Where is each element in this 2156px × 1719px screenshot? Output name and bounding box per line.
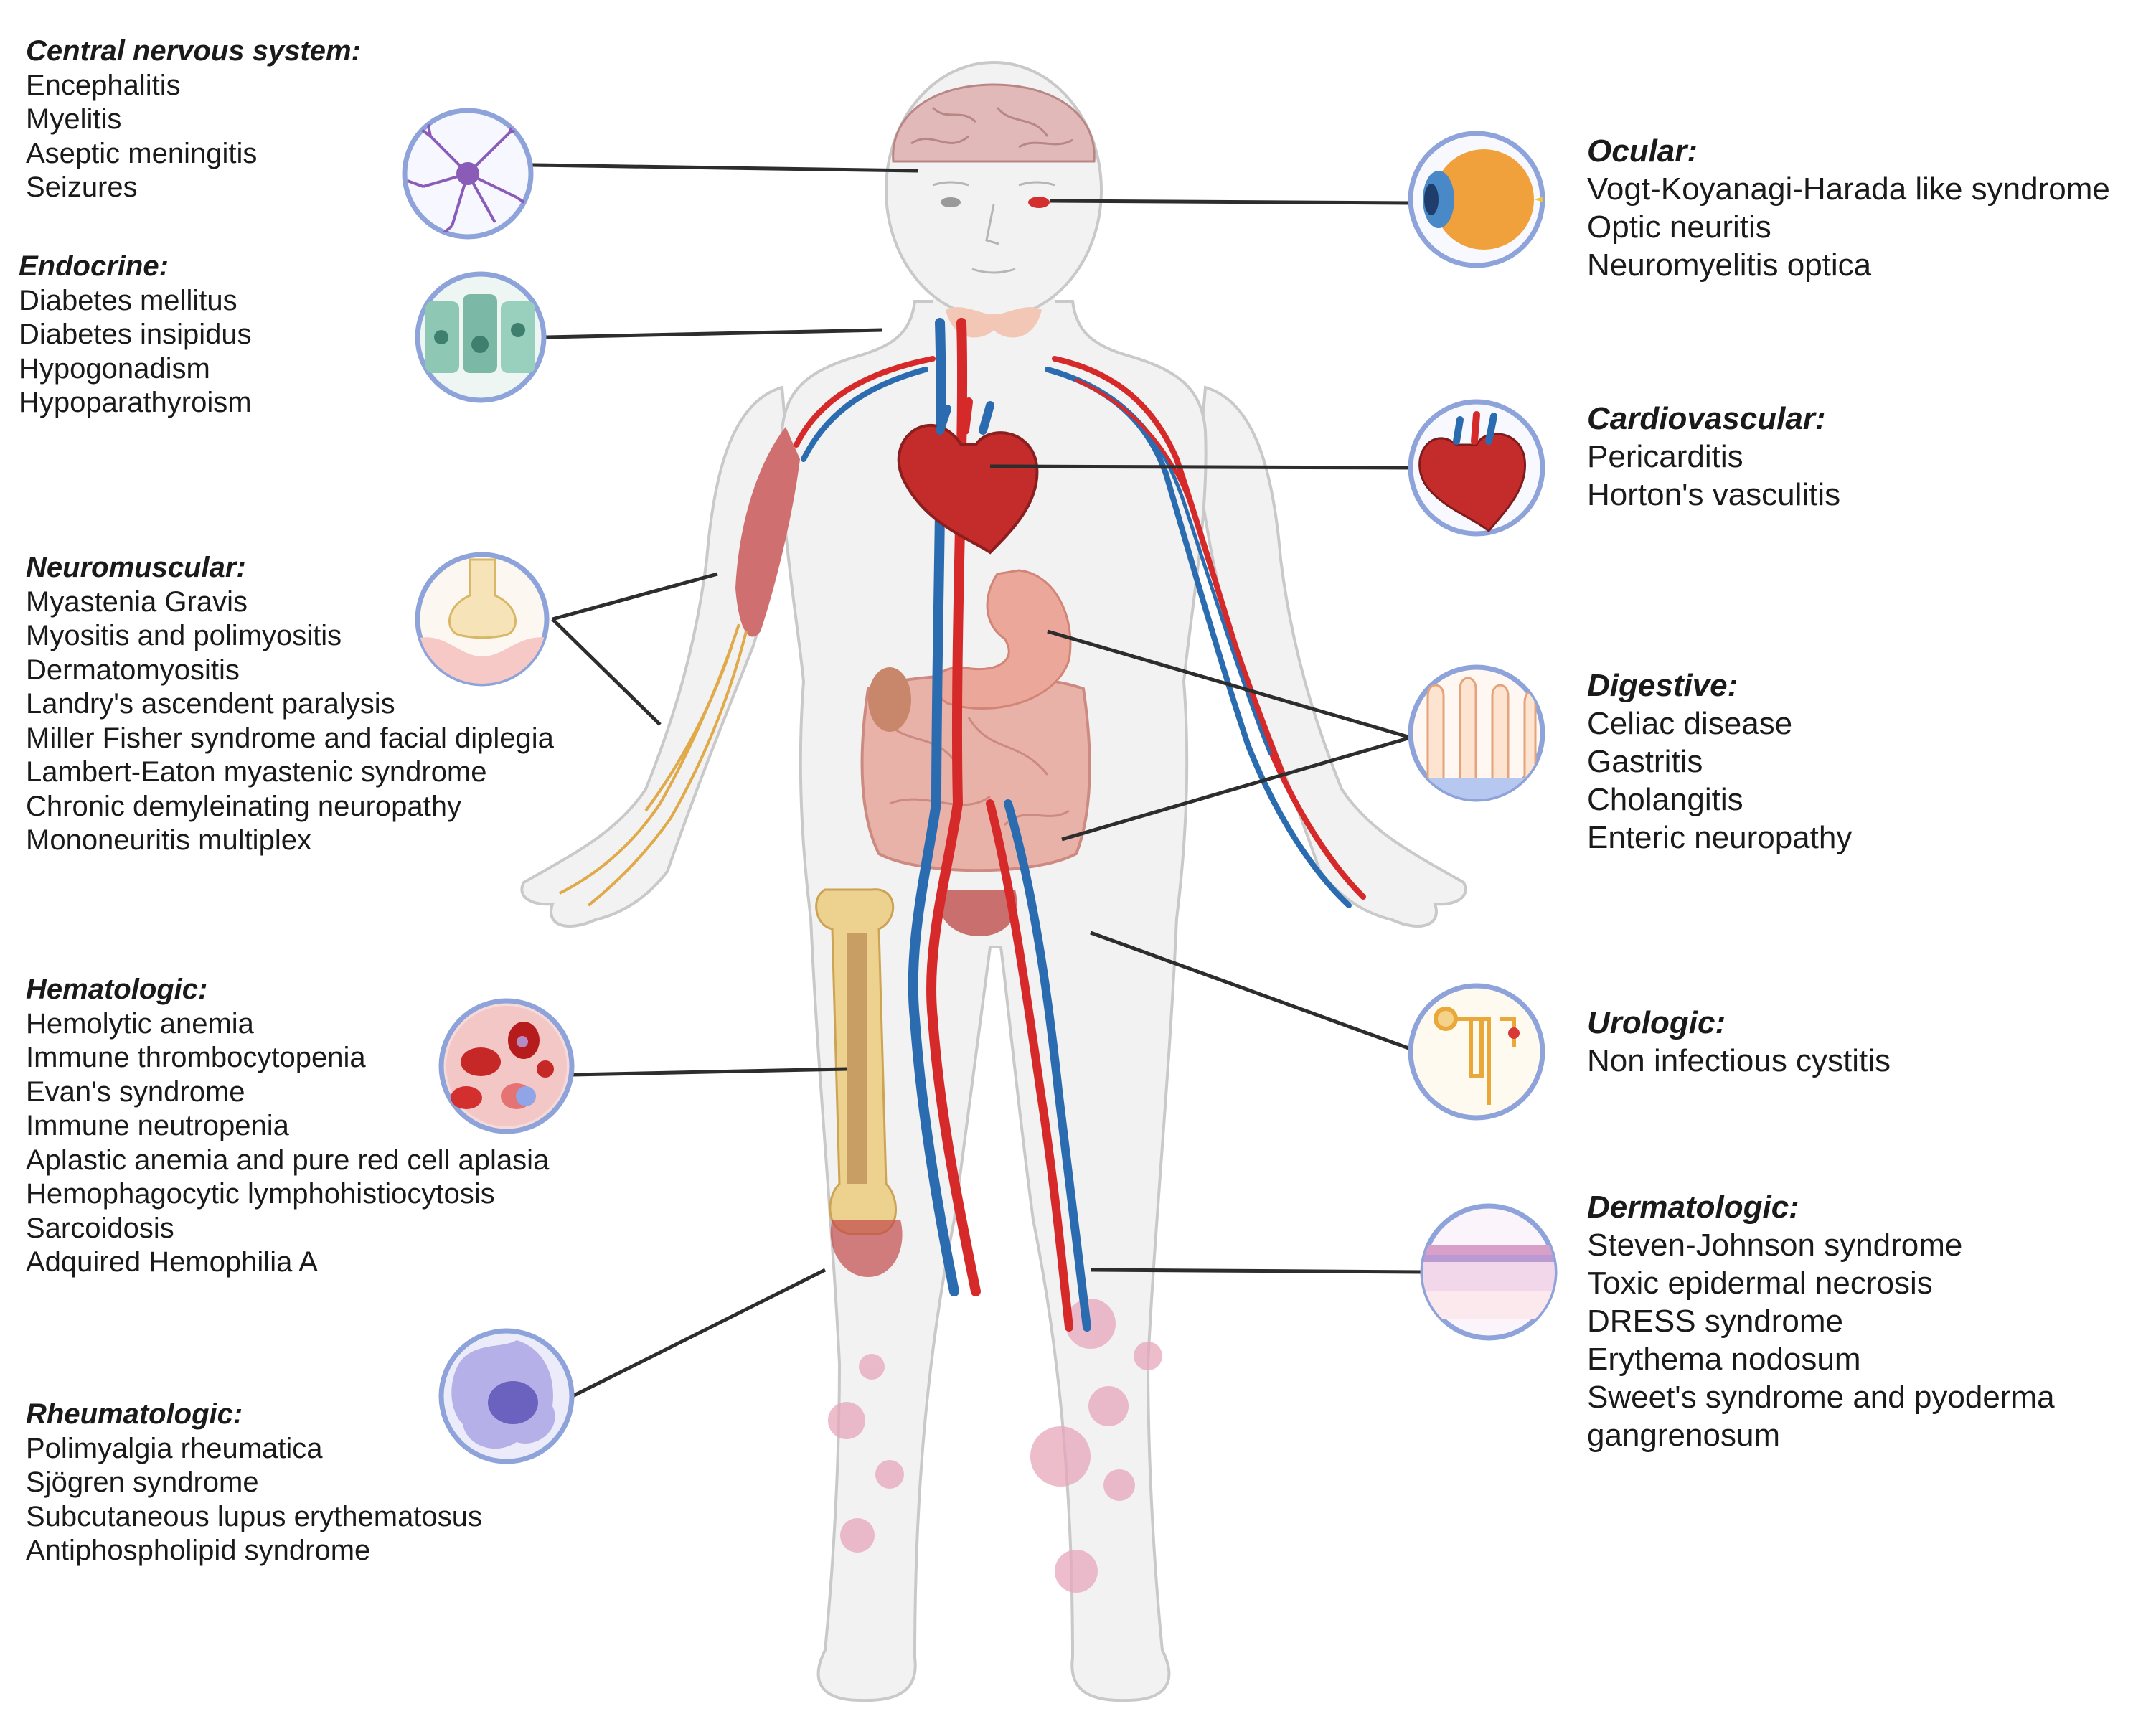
nephron-icon <box>1408 983 1545 1121</box>
eye-icon <box>1408 131 1545 268</box>
list-item: Hypogonadism <box>19 352 210 385</box>
macrophage-icon <box>438 1328 575 1464</box>
group-title: Urologic: <box>1587 1005 1726 1040</box>
list-item: Myelitis <box>26 103 122 135</box>
list-item: Antiphospholipid syndrome <box>26 1535 371 1566</box>
list-item: Evan's syndrome <box>26 1075 245 1108</box>
list-item: Landry's ascendent paralysis <box>26 688 395 720</box>
skin-layers-icon <box>1420 1203 1558 1341</box>
list-item: Optic neuritis <box>1587 209 1771 245</box>
group-title: Ocular: <box>1587 133 1698 169</box>
torso <box>780 300 1208 1702</box>
arm-nerves <box>559 623 748 907</box>
human-body <box>520 61 1467 1702</box>
group-urologic: Urologic: Non infectious cystitis <box>1587 1004 1891 1080</box>
group-digestive: Digestive: Celiac disease Gastritis Chol… <box>1587 667 1852 857</box>
list-item: Celiac disease <box>1587 706 1793 741</box>
list-item: Immune thrombocytopenia <box>26 1042 366 1073</box>
blood-cells-icon <box>438 998 575 1134</box>
list-item: Miller Fisher syndrome and facial dipleg… <box>26 722 554 754</box>
list-item: Lambert-Eaton myastenic syndrome <box>26 756 487 788</box>
group-title: Hematologic: <box>26 974 208 1005</box>
group-neuromuscular: Neuromuscular: Myastenia Gravis Myositis… <box>26 551 554 858</box>
heart-icon <box>1408 399 1545 537</box>
intestinal-villi-icon <box>1408 664 1545 802</box>
kidney <box>868 667 911 732</box>
list-item: Toxic epidermal necrosis <box>1587 1266 1933 1301</box>
list-item: Erythema nodosum <box>1587 1342 1861 1377</box>
neuron-icon <box>402 108 534 240</box>
group-cardiovascular: Cardiovascular: Pericarditis Horton's va… <box>1587 400 1840 514</box>
list-item: Non infectious cystitis <box>1587 1043 1891 1078</box>
group-rheumatologic: Rheumatologic: Polimyalgia rheumatica Sj… <box>26 1398 482 1568</box>
list-item: Aseptic meningitis <box>26 137 258 169</box>
list-item: Neuromyelitis optica <box>1587 248 1872 283</box>
list-item: Steven-Johnson syndrome <box>1587 1228 1963 1263</box>
bladder <box>938 890 1017 936</box>
group-title: Digestive: <box>1587 668 1738 703</box>
list-item: Pericarditis <box>1587 439 1743 474</box>
list-item: Polimyalgia rheumatica <box>26 1432 323 1464</box>
list-item: Aplastic anemia and pure red cell aplasi… <box>26 1144 550 1176</box>
connector-lines <box>532 163 1423 1398</box>
list-item: Hemolytic anemia <box>26 1007 254 1040</box>
list-item: Sjögren syndrome <box>26 1466 259 1498</box>
synapse-icon <box>415 552 550 687</box>
list-item: Myositis and polimyositis <box>26 620 342 651</box>
list-item: Subcutaneous lupus erythematosus <box>26 1500 482 1532</box>
endocrine-tissue-icon <box>415 271 547 403</box>
group-central-nervous-system: Central nervous system: Encephalitis Mye… <box>26 34 361 205</box>
list-item: Chronic demyleinating neuropathy <box>26 790 462 822</box>
right-arm <box>520 385 791 928</box>
list-item: Vogt-Koyanagi-Harada like syndrome <box>1587 171 2110 207</box>
list-item: Diabetes insipidus <box>19 319 252 350</box>
list-item: Horton's vasculitis <box>1587 477 1841 512</box>
group-title: Rheumatologic: <box>26 1398 243 1430</box>
list-item: Diabetes mellitus <box>19 284 237 316</box>
list-item: Mononeuritis multiplex <box>26 824 311 856</box>
group-hematologic: Hematologic: Hemolytic anemia Immune thr… <box>26 973 549 1280</box>
heart <box>897 423 1039 555</box>
thyroid <box>946 307 1042 338</box>
face <box>932 181 1055 274</box>
knee-joint <box>830 1220 903 1277</box>
list-item: Seizures <box>26 171 138 203</box>
list-item: Encephalitis <box>26 69 181 101</box>
list-item: Enteric neuropathy <box>1587 820 1853 855</box>
group-title: Cardiovascular: <box>1587 401 1826 436</box>
biceps-muscle <box>735 427 800 637</box>
group-dermatologic: Dermatologic: Steven-Johnson syndrome To… <box>1587 1188 2118 1454</box>
list-item: Cholangitis <box>1587 782 1743 817</box>
list-item: Myastenia Gravis <box>26 585 248 618</box>
list-item: DRESS syndrome <box>1587 1304 1844 1339</box>
list-item: Gastritis <box>1587 744 1703 779</box>
list-item: Dermatomyositis <box>26 654 240 686</box>
list-item: Sarcoidosis <box>26 1212 174 1244</box>
group-title: Endocrine: <box>19 250 169 282</box>
list-item: Adquired Hemophilia A <box>26 1246 318 1278</box>
list-item: Hypoparathyroism <box>19 387 252 418</box>
list-item: Hemophagocytic lymphohistiocytosis <box>26 1178 495 1210</box>
list-item: Sweet's syndrome and pyoderma gangrenosu… <box>1587 1380 2055 1453</box>
skin-lesions <box>828 1299 1162 1593</box>
group-title: Central nervous system: <box>26 35 361 67</box>
group-endocrine: Endocrine: Diabetes mellitus Diabetes in… <box>19 250 252 420</box>
group-ocular: Ocular: Vogt-Koyanagi-Harada like syndro… <box>1587 132 2110 284</box>
group-title: Dermatologic: <box>1587 1190 1799 1225</box>
eye-marker <box>1028 197 1050 208</box>
list-item: Immune neutropenia <box>26 1110 289 1141</box>
group-title: Neuromuscular: <box>26 552 246 583</box>
